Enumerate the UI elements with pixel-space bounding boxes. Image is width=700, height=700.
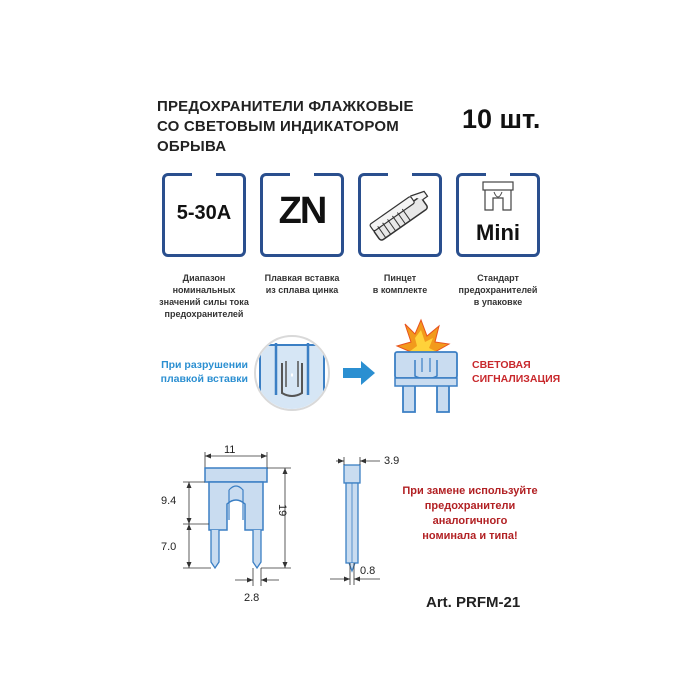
dim-height-total: 19 — [276, 504, 288, 517]
feature-caption-mini: Стандарт предохранителей в упаковке — [458, 273, 538, 307]
magnifier-icon — [254, 335, 330, 411]
title-line-1: ПРЕДОХРАНИТЕЛИ ФЛАЖКОВЫЕ — [157, 98, 414, 115]
fuse-front-drawing — [183, 452, 291, 586]
article-number: Art. PRFM-21 — [426, 594, 521, 611]
feature-caption-rating: Диапазон номинальных значений силы тока … — [159, 273, 249, 319]
replacement-warning: При замене используйте предохранители ан… — [402, 485, 538, 542]
mini-fuse-icon: Mini — [476, 220, 520, 245]
title-line-3: ОБРЫВА — [157, 138, 227, 155]
feature-box-rating: 5-30A — [162, 173, 246, 257]
lit-fuse-icon — [394, 318, 458, 413]
product-title: ПРЕДОХРАНИТЕЛИ ФЛАЖКОВЫЕ СО СВЕТОВЫМ ИНД… — [157, 97, 457, 157]
dim-side-thickness: 3.9 — [384, 455, 400, 467]
zinc-icon: ZN — [278, 190, 328, 232]
dim-height-lower: 7.0 — [161, 541, 177, 553]
dim-width-top: 11 — [224, 444, 236, 456]
tweezers-icon — [369, 190, 429, 241]
feature-caption-tweezers: Пинцет в комплекте — [372, 273, 428, 295]
feature-box-tweezers — [358, 173, 442, 257]
arrow-right-icon — [343, 361, 375, 385]
dim-pin-thickness: 0.8 — [360, 565, 376, 577]
light-signal-note: СВЕТОВАЯ СИГНАЛИЗАЦИЯ — [472, 359, 561, 385]
rating-icon: 5-30A — [176, 202, 232, 224]
feature-box-zinc: ZN — [260, 173, 344, 257]
quantity-label: 10 шт. — [462, 104, 541, 134]
mini-fuse-outline-icon — [482, 181, 514, 211]
feature-box-mini: Mini — [456, 173, 540, 257]
break-note: При разрушении плавкой вставки — [160, 359, 248, 385]
feature-caption-zinc: Плавкая вставка из сплава цинка — [264, 273, 340, 295]
title-line-2: СО СВЕТОВЫМ ИНДИКАТОРОМ — [157, 118, 399, 135]
dim-height-upper: 9.4 — [161, 495, 177, 507]
dim-pin-width: 2.8 — [244, 592, 260, 604]
fuse-side-drawing — [330, 457, 380, 585]
